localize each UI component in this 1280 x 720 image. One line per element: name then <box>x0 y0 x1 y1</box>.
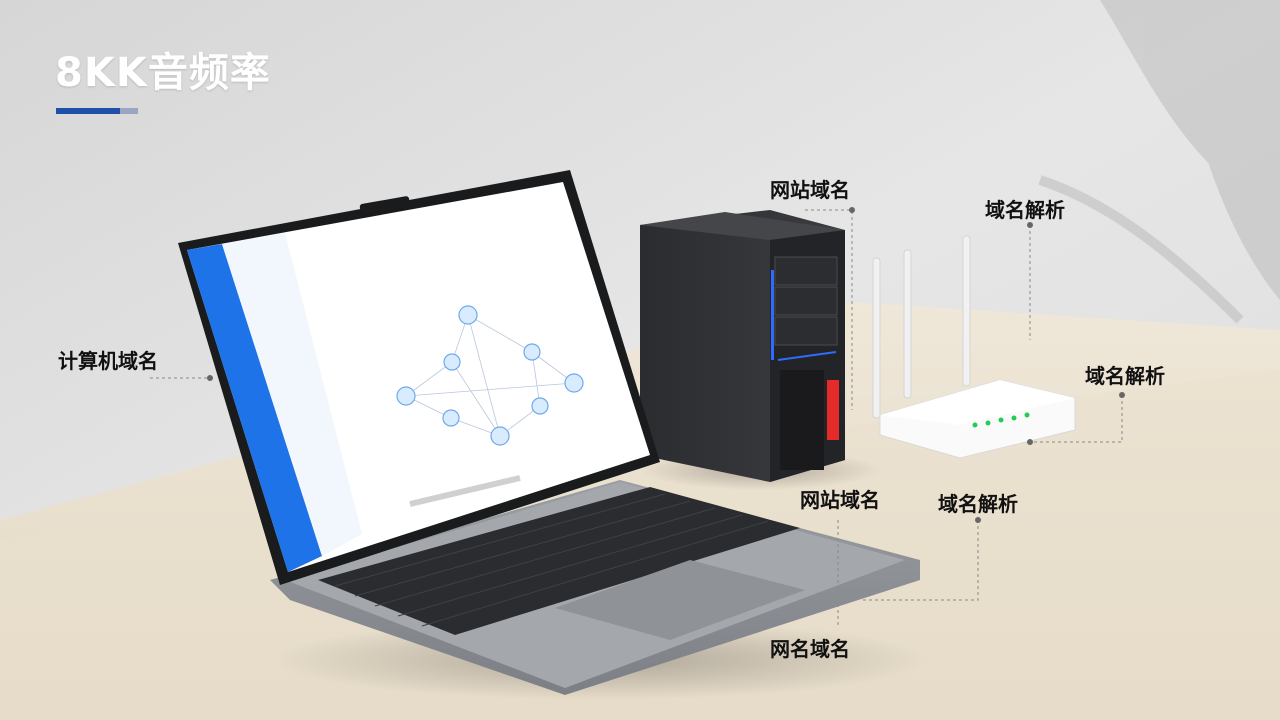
callout-network-domain: 网名域名 <box>770 637 850 661</box>
router-leds <box>972 412 1030 428</box>
screen-taskbar <box>409 475 521 507</box>
callout-dots <box>207 207 1125 523</box>
server-blue-strip <box>777 351 837 361</box>
keyboard-keys <box>334 493 769 627</box>
router-antenna <box>962 235 971 387</box>
laptop <box>178 170 920 695</box>
callout-website-domain-top: 网站域名 <box>770 178 850 202</box>
screen-sidebar <box>187 244 322 572</box>
camera-notch <box>359 196 411 216</box>
router-antenna <box>903 249 912 399</box>
server-grille <box>780 370 824 470</box>
callout-dns-router-right: 域名解析 <box>1085 364 1165 388</box>
server-tower <box>640 210 845 482</box>
callout-lines <box>150 209 1123 628</box>
drive-bay <box>774 316 838 346</box>
router <box>872 235 1076 459</box>
router-antenna <box>872 257 881 419</box>
callout-website-domain-bottom: 网站域名 <box>800 488 880 512</box>
screen-network-nodes <box>396 305 584 446</box>
plant-shadow <box>1038 0 1280 324</box>
page-title: 8KK音频率 <box>55 50 271 96</box>
drive-bay <box>774 286 838 316</box>
trackpad <box>555 560 805 640</box>
callout-dns-router-top: 域名解析 <box>985 198 1065 222</box>
server-red-accent <box>827 380 839 440</box>
callout-dns-bottom: 域名解析 <box>938 492 1018 516</box>
screen-nav-panel <box>222 233 362 556</box>
keyboard <box>318 487 800 635</box>
drive-bay <box>774 256 838 286</box>
router-top <box>880 380 1075 425</box>
callout-computer-domain: 计算机域名 <box>58 349 158 373</box>
server-top <box>640 212 845 240</box>
server-blue-led <box>771 270 774 360</box>
